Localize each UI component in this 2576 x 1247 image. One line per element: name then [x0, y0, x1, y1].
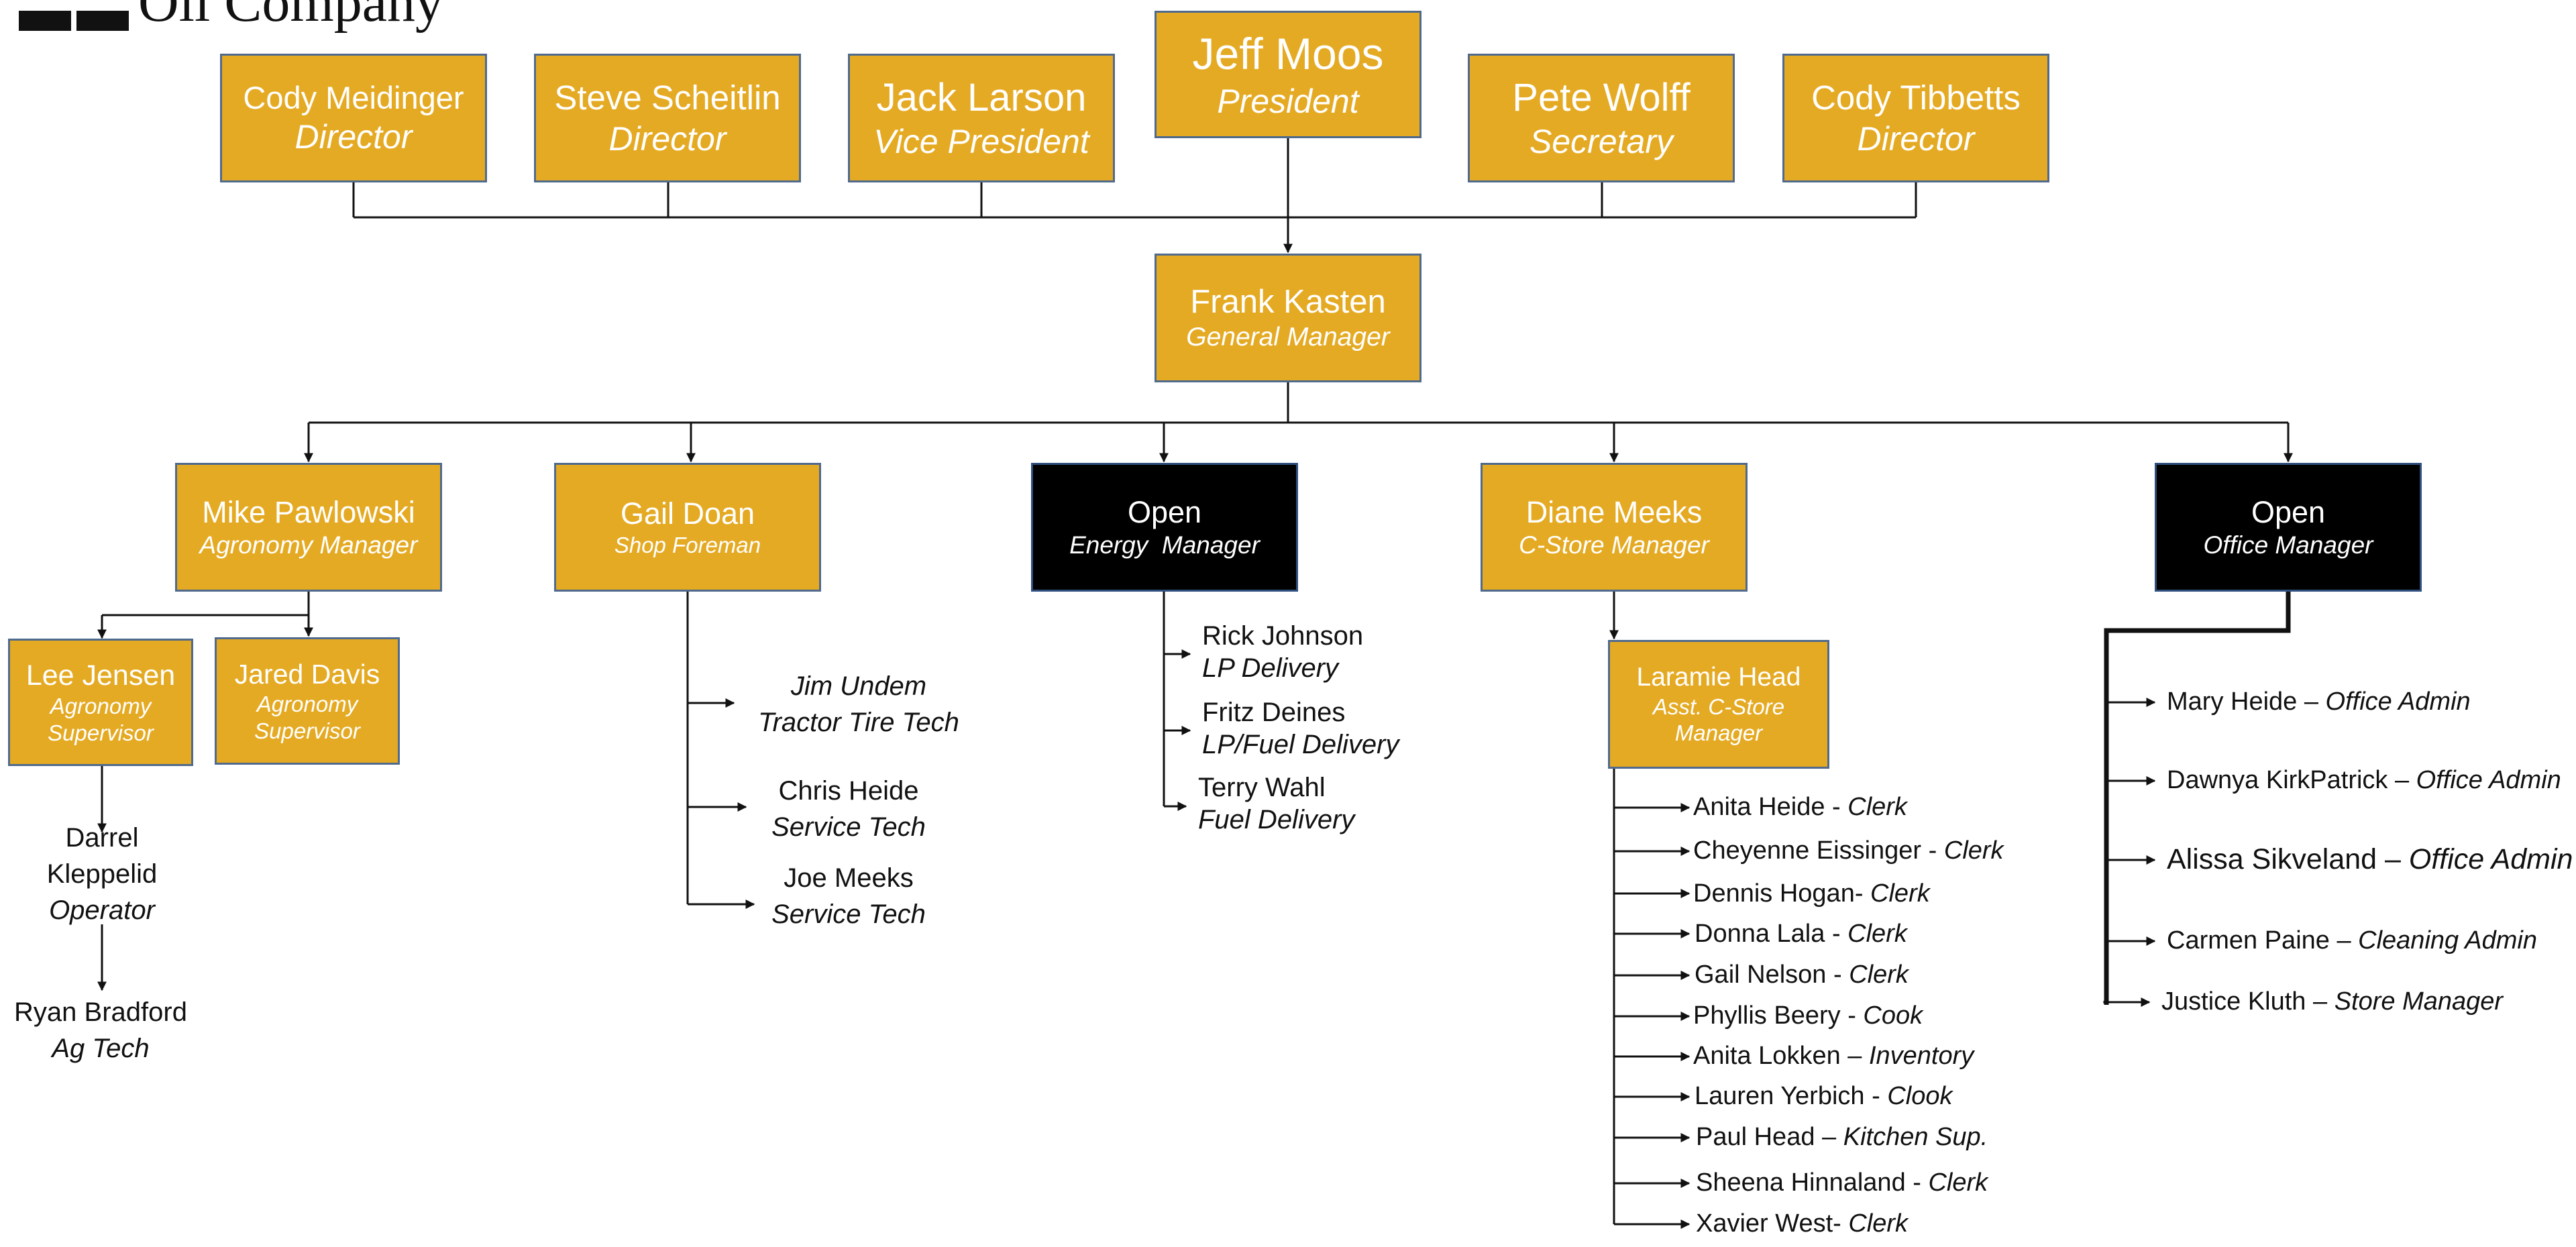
board-member-title: President — [1217, 82, 1359, 120]
energy-staff-entry: Fritz Deines LP/Fuel Delivery — [1202, 696, 1399, 761]
manager-title: Shop Foreman — [614, 533, 761, 558]
cstore-staff-item: Dennis Hogan- Clerk — [1693, 879, 1930, 908]
general-manager-title: General Manager — [1186, 323, 1390, 351]
logo-mark-icon — [19, 11, 129, 31]
board-member-box: Pete Wolff Secretary — [1468, 54, 1735, 182]
supervisor-name: Jared Davis — [234, 658, 380, 690]
cstore-staff-item: Xavier West- Clerk — [1696, 1209, 1909, 1238]
cstore-staff-item: Cheyenne Eissinger - Clerk — [1693, 836, 2004, 865]
energy-staff-title: LP/Fuel Delivery — [1202, 730, 1399, 759]
board-member-box: Cody Meidinger Director — [220, 54, 487, 182]
manager-name: Open — [1127, 494, 1202, 529]
cstore-staff-item: Gail Nelson - Clerk — [1695, 961, 1909, 989]
energy-staff-entry: Terry Wahl Fuel Delivery — [1198, 771, 1354, 836]
manager-box-shop: Gail Doan Shop Foreman — [554, 463, 821, 592]
supervisor-title-line2: Supervisor — [48, 720, 154, 745]
supervisor-box: Lee Jensen Agronomy Supervisor — [8, 639, 193, 766]
ag-tech-title: Ag Tech — [52, 1034, 150, 1063]
cstore-staff-item: Anita Lokken – Inventory — [1693, 1042, 1974, 1070]
board-member-title: Director — [608, 119, 727, 158]
operator-entry: Darrel Kleppelid Operator — [15, 820, 189, 928]
supervisor-box: Jared Davis Agronomy Supervisor — [215, 637, 400, 765]
manager-box-office: Open Office Manager — [2155, 463, 2422, 592]
shop-staff-entry: Chris Heide Service Tech — [755, 773, 943, 845]
shop-staff-entry: Jim Undem Tractor Tire Tech — [745, 668, 973, 741]
asst-manager-title-line1: Asst. C-Store — [1652, 694, 1785, 719]
shop-staff-title: Tractor Tire Tech — [758, 708, 959, 737]
shop-staff-name: Jim Undem — [790, 671, 927, 701]
board-member-title: Vice President — [873, 122, 1089, 160]
general-manager-name: Frank Kasten — [1190, 284, 1386, 321]
board-member-name: Jeff Moos — [1192, 29, 1384, 79]
cstore-staff-item: Donna Lala - Clerk — [1695, 920, 1907, 948]
manager-title: C-Store Manager — [1519, 531, 1709, 559]
energy-staff-entry: Rick Johnson LP Delivery — [1202, 620, 1363, 684]
manager-name: Diane Meeks — [1525, 494, 1703, 529]
office-staff-item: Mary Heide – Office Admin — [2167, 688, 2471, 716]
president-box: Jeff Moos President — [1155, 11, 1421, 138]
board-member-box: Jack Larson Vice President — [848, 54, 1115, 182]
company-logo: Oil Company — [19, 0, 443, 31]
supervisor-title-line2: Supervisor — [254, 718, 360, 743]
cstore-staff-item: Sheena Hinnaland - Clerk — [1696, 1169, 1988, 1197]
board-member-title: Director — [1857, 119, 1975, 158]
office-staff-item: Justice Kluth – Store Manager — [2161, 987, 2504, 1016]
office-staff-item: Carmen Paine – Cleaning Admin — [2167, 926, 2538, 955]
office-staff-item: Alissa Sikveland – Office Admin — [2167, 843, 2573, 875]
asst-cstore-manager-box: Laramie Head Asst. C-Store Manager — [1608, 640, 1829, 769]
asst-manager-name: Laramie Head — [1636, 663, 1801, 692]
logo-text: Oil Company — [138, 0, 443, 34]
board-member-name: Jack Larson — [876, 76, 1087, 120]
manager-name: Mike Pawlowski — [202, 494, 415, 529]
shop-staff-title: Service Tech — [771, 812, 926, 842]
supervisor-name: Lee Jensen — [25, 659, 176, 692]
operator-title: Operator — [49, 896, 155, 925]
energy-staff-title: Fuel Delivery — [1198, 805, 1355, 834]
shop-staff-name: Chris Heide — [778, 776, 919, 806]
asst-manager-title-line2: Manager — [1674, 720, 1763, 746]
office-staff-item: Dawnya KirkPatrick – Office Admin — [2167, 766, 2561, 794]
board-member-box: Cody Tibbetts Director — [1782, 54, 2049, 182]
manager-name: Gail Doan — [620, 496, 755, 531]
manager-box-energy: Open Energy Manager — [1031, 463, 1298, 592]
manager-title: Energy Manager — [1069, 531, 1260, 559]
manager-box-agronomy: Mike Pawlowski Agronomy Manager — [175, 463, 442, 592]
manager-name: Open — [2251, 494, 2326, 529]
board-member-name: Steve Scheitlin — [554, 78, 781, 117]
manager-title: Office Manager — [2203, 531, 2373, 559]
supervisor-title-line1: Agronomy — [50, 694, 152, 719]
cstore-staff-item: Anita Heide - Clerk — [1693, 793, 1907, 821]
energy-staff-name: Terry Wahl — [1198, 773, 1326, 802]
board-member-box: Steve Scheitlin Director — [534, 54, 801, 182]
manager-title: Agronomy Manager — [199, 531, 418, 559]
board-member-title: Director — [294, 118, 413, 156]
operator-name-line1: Darrel — [65, 823, 139, 853]
energy-staff-name: Fritz Deines — [1202, 698, 1346, 727]
shop-staff-name: Joe Meeks — [784, 863, 914, 893]
energy-staff-title: LP Delivery — [1202, 653, 1339, 683]
board-member-name: Cody Tibbetts — [1811, 78, 2021, 117]
supervisor-title-line1: Agronomy — [256, 692, 358, 716]
shop-staff-entry: Joe Meeks Service Tech — [755, 860, 943, 932]
board-member-title: Secretary — [1529, 122, 1673, 160]
cstore-staff-item: Phyllis Beery - Cook — [1693, 1001, 1923, 1030]
shop-staff-title: Service Tech — [771, 900, 926, 929]
ag-tech-name: Ryan Bradford — [14, 997, 187, 1027]
cstore-staff-item: Lauren Yerbich - Clook — [1695, 1082, 1953, 1110]
energy-staff-name: Rick Johnson — [1202, 621, 1364, 651]
manager-box-cstore: Diane Meeks C-Store Manager — [1481, 463, 1748, 592]
board-member-name: Cody Meidinger — [243, 79, 464, 115]
ag-tech-entry: Ryan Bradford Ag Tech — [0, 994, 201, 1067]
operator-name-line2: Kleppelid — [46, 859, 158, 889]
cstore-staff-item: Paul Head – Kitchen Sup. — [1696, 1123, 1988, 1151]
general-manager-box: Frank Kasten General Manager — [1155, 254, 1421, 382]
board-member-name: Pete Wolff — [1512, 76, 1690, 120]
